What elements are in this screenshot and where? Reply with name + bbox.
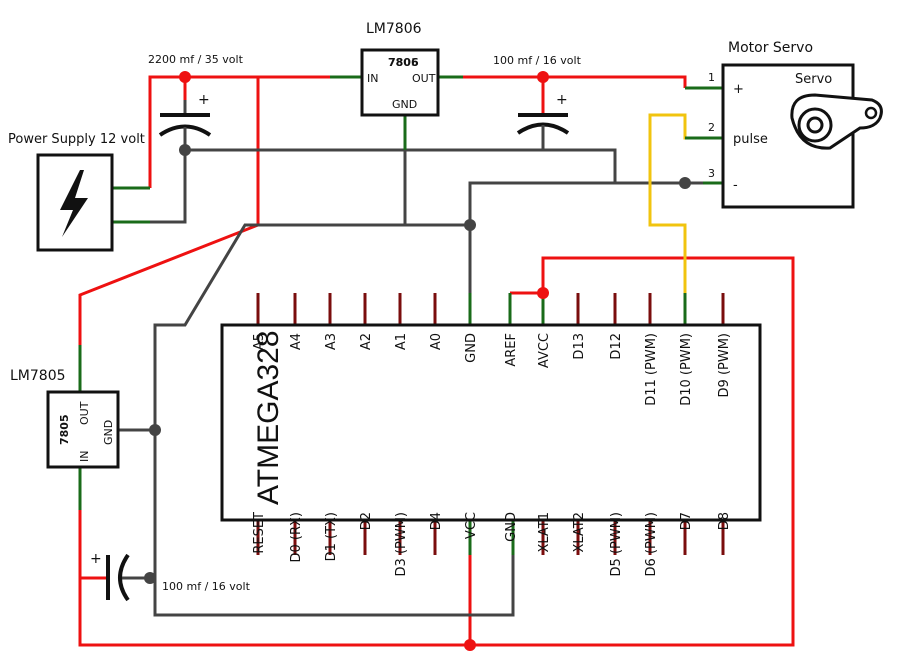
pin-bottom-d2: D2 [359,512,374,530]
junction-dot [464,219,476,231]
pin-top-a3: A3 [324,333,339,350]
motor-servo: Motor Servo Servo + pulse - 1 2 3 [708,40,883,209]
pin-top-d10-pwm: D10 (PWM) [679,333,694,406]
junction-dot [179,71,191,83]
lm7805-chip-label: 7805 [58,414,71,445]
chip-bottom-pin-labels: RESET D0 (RX) D1 (TX) D2 D3 (PWM) D4 VCC GND XLA… [252,512,732,577]
pin-bottom-d7: D7 [679,512,694,530]
pin-bottom-gnd: GND [504,512,519,542]
servo-pin3-label: 3 [708,167,715,180]
pin-bottom-d3-pwm: D3 (PWM) [394,512,409,576]
lightning-icon [60,170,88,237]
capacitor-2200: + 2200 mf / 35 volt [148,53,244,150]
ground-wires [118,135,703,617]
servo-minus-label: - [733,178,738,193]
cap-100-top-label: 100 mf / 16 volt [493,54,582,67]
junction-dot [144,572,156,584]
pin-top-d9-pwm: D9 (PWM) [717,333,732,397]
lm7806-in-label: IN [367,72,378,85]
servo-pulse-label: pulse [733,132,768,147]
cap-2200-label: 2200 mf / 35 volt [148,53,244,66]
motor-servo-title: Motor Servo [728,40,813,56]
lm7805-title: LM7805 [10,368,66,384]
pin-top-gnd: GND [464,333,479,363]
chip-name: ATMEGA328 [252,330,285,505]
junction-dot [537,287,549,299]
regulator-lm7805: LM7805 7805 OUT IN GND [10,368,120,469]
junction-dot [149,424,161,436]
capacitor-100-bottom: + 100 mf / 16 volt [80,551,251,602]
pin-top-a5: A5 [252,333,267,350]
pin-top-d12: D12 [609,333,624,360]
servo-pin2-label: 2 [708,121,715,134]
pin-bottom-vcc: VCC [464,512,479,539]
lm7806-chip-overlay: 7805 [388,56,419,69]
lm7806-title: LM7806 [366,21,422,37]
junction-dot [464,639,476,651]
servo-horn-icon [790,93,883,150]
pin-bottom-xlat2: XLAT2 [572,512,587,553]
pin-top-a2: A2 [359,333,374,350]
cap-plus-sign: + [556,92,568,108]
chip-pin-stubs [256,293,725,555]
regulator-lm7806: LM7806 7806 7805 IN OUT GND [360,21,440,117]
pin-bottom-d8: D8 [717,512,732,530]
cap-plus-sign: + [198,92,210,108]
pin-bottom-d6-pwm: D6 (PWM) [644,512,659,576]
chip-top-pin-labels: A5 A4 A3 A2 A1 A0 GND AREF AVCC D13 D12 D11 (PWM) D1… [252,333,732,406]
junction-dots [144,71,691,651]
servo-label: Servo [795,72,832,87]
cap-100-bottom-label: 100 mf / 16 volt [162,580,251,593]
pulse-signal-wire [648,113,700,293]
pin-top-avcc: AVCC [537,333,552,368]
lm7806-gnd-label: GND [392,98,417,111]
pin-top-a0: A0 [429,333,444,350]
pin-bottom-d1-tx: D1 (TX) [324,512,339,561]
lm7806-out-label: OUT [412,72,436,85]
servo-plus-label: + [733,82,744,97]
lm7805-in-label: IN [78,451,91,462]
lm7805-out-label: OUT [78,401,91,425]
capacitor-100-top: + 100 mf / 16 volt [493,54,582,135]
junction-dot [537,71,549,83]
pin-bottom-xlat1: XLAT1 [537,512,552,553]
cap-plus-sign: + [90,551,102,567]
pin-bottom-d4: D4 [429,512,444,530]
power-supply: Power Supply 12 volt [8,132,145,252]
junction-dot [679,177,691,189]
pin-top-d13: D13 [572,333,587,360]
lm7806-chip-label: 7806 [388,56,419,69]
lm7805-gnd-label: GND [102,420,115,445]
power-supply-label: Power Supply 12 volt [8,132,145,147]
pin-bottom-d0-rx: D0 (RX) [289,512,304,563]
pin-top-aref: AREF [504,333,519,367]
pin-bottom-reset: RESET [252,512,267,554]
pin-bottom-d5-pwm: D5 (PWM) [609,512,624,576]
servo-pin1-label: 1 [708,71,715,84]
pin-top-d11-pwm: D11 (PWM) [644,333,659,406]
pin-top-a4: A4 [289,333,304,350]
pin-top-a1: A1 [394,333,409,350]
